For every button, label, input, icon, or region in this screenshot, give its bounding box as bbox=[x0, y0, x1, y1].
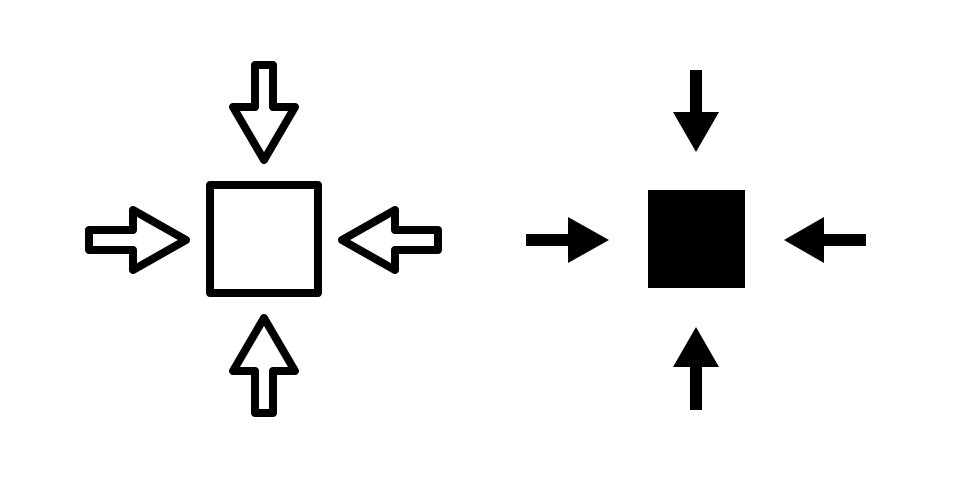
filled-arrow-right bbox=[526, 217, 609, 263]
outline-arrow-up bbox=[229, 314, 299, 417]
filled-arrow-down bbox=[673, 70, 719, 152]
outline-arrow-right bbox=[85, 206, 190, 274]
filled-arrow-left bbox=[784, 217, 866, 263]
compress-filled-icon bbox=[526, 70, 866, 410]
outline-arrow-left bbox=[338, 206, 442, 274]
compress-outline-icon bbox=[85, 61, 442, 417]
outline-arrow-down bbox=[229, 61, 299, 164]
filled-square bbox=[648, 190, 745, 288]
filled-arrow-up bbox=[673, 327, 719, 410]
outline-square bbox=[206, 181, 322, 297]
